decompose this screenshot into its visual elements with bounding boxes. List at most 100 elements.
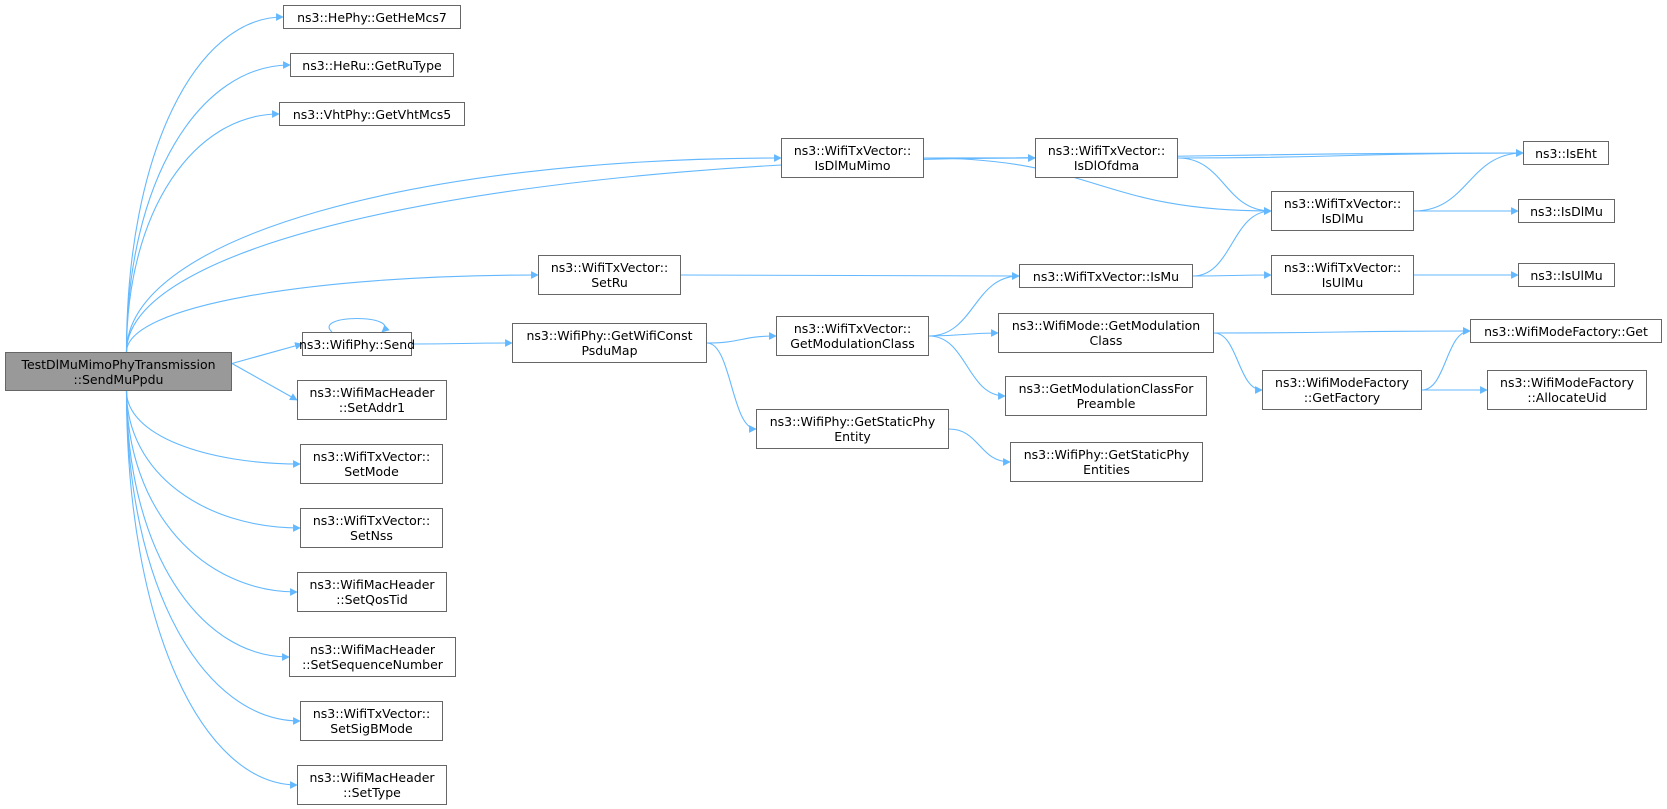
node-set-type[interactable]: ns3::WifiMacHeader::SetType xyxy=(297,765,447,805)
node-label-line: Entities xyxy=(1083,462,1130,477)
node-set-mode[interactable]: ns3::WifiTxVector::SetMode xyxy=(300,444,443,484)
node-label-line: ns3::WifiTxVector:: xyxy=(793,143,912,158)
edge-send-to-send xyxy=(328,317,390,333)
node-label-line: ns3::WifiTxVector::IsMu xyxy=(1032,268,1180,284)
node-is-dl-ofdma[interactable]: ns3::WifiTxVector::IsDlOfdma xyxy=(1035,138,1178,178)
node-txv-is-dl-mu[interactable]: ns3::WifiTxVector::IsDlMu xyxy=(1271,191,1414,231)
edge-mode-get-mod-class-to-get-factory xyxy=(1213,332,1263,394)
node-label-line: ns3::WifiTxVector:: xyxy=(312,706,431,721)
node-label-line: SetSigBMode xyxy=(330,721,413,736)
node-label-line: ns3::IsEht xyxy=(1535,145,1597,161)
node-label-line: TestDlMuMimoPhyTransmission xyxy=(21,356,216,372)
node-label-line: ::GetFactory xyxy=(1303,390,1381,405)
node-get-factory[interactable]: ns3::WifiModeFactory::GetFactory xyxy=(1262,370,1422,410)
node-label-line: IsDlMuMimo xyxy=(814,158,891,173)
edge-root-to-get-ru-type xyxy=(125,61,291,353)
node-label-line: IsUlMu xyxy=(1321,275,1364,290)
node-label-line: ns3::WifiMacHeader xyxy=(309,770,435,785)
edge-root-to-set-sig-bmode xyxy=(125,390,301,725)
node-set-sig-bmode[interactable]: ns3::WifiTxVector::SetSigBMode xyxy=(300,701,443,741)
node-label-line: ns3::WifiModeFactory xyxy=(1275,375,1409,390)
edge-is-dl-mu-mimo-to-txv-is-dl-mu xyxy=(923,157,1272,215)
edge-set-ru-to-is-mu xyxy=(680,272,1020,280)
node-txv-is-ul-mu[interactable]: ns3::WifiTxVector::IsUlMu xyxy=(1271,255,1414,295)
node-label-line: ns3::GetModulationClassFor xyxy=(1018,381,1194,396)
node-label-line: ns3::WifiMacHeader xyxy=(309,642,436,657)
node-label-line: ::SetAddr1 xyxy=(338,400,406,415)
edge-txv-get-mod-class-to-mode-get-mod-class xyxy=(928,329,999,337)
edge-is-dl-ofdma-to-is-eht xyxy=(1177,149,1524,159)
node-label-line: ::AllocateUid xyxy=(1527,390,1607,405)
node-label-line: ::SetQosTid xyxy=(336,592,408,607)
node-get-ru-type[interactable]: ns3::HeRu::GetRuType xyxy=(290,53,454,77)
edge-root-to-set-mode xyxy=(125,390,301,468)
node-is-dl-mu[interactable]: ns3::IsDlMu xyxy=(1518,199,1615,223)
edge-get-factory-to-factory-get xyxy=(1421,327,1471,391)
edge-get-wifi-const-to-txv-get-mod-class xyxy=(706,332,777,344)
node-set-qos-tid[interactable]: ns3::WifiMacHeader::SetQosTid xyxy=(297,572,447,612)
node-label-line: SetRu xyxy=(591,275,628,290)
node-root[interactable]: TestDlMuMimoPhyTransmission::SendMuPpdu xyxy=(5,352,232,391)
node-label-line: ns3::WifiPhy::GetStaticPhy xyxy=(769,414,936,429)
edge-root-to-set-addr1 xyxy=(231,363,298,401)
edge-root-to-set-nss xyxy=(125,390,301,532)
node-label-line: ns3::HePhy::GetHeMcs7 xyxy=(297,9,447,25)
node-label-line: ns3::HeRu::GetRuType xyxy=(302,57,442,73)
edge-mode-get-mod-class-to-factory-get xyxy=(1213,327,1471,335)
edge-root-to-set-seq-num xyxy=(125,390,290,661)
node-label-line: ns3::WifiTxVector:: xyxy=(312,449,431,464)
node-label-line: ns3::WifiMode::GetModulation xyxy=(1011,318,1201,333)
node-label-line: Class xyxy=(1089,333,1123,348)
node-label-line: Entity xyxy=(834,429,871,444)
node-label-line: ns3::WifiTxVector:: xyxy=(793,321,912,336)
node-label-line: ns3::WifiPhy::GetWifiConst xyxy=(526,328,693,343)
node-label-line: ns3::WifiTxVector:: xyxy=(1047,143,1166,158)
edge-is-mu-to-txv-is-ul-mu xyxy=(1192,271,1272,279)
node-label-line: ns3::VhtPhy::GetVhtMcs5 xyxy=(292,106,452,122)
node-is-dl-mu-mimo[interactable]: ns3::WifiTxVector::IsDlMuMimo xyxy=(781,138,924,178)
node-label-line: ns3::IsUlMu xyxy=(1530,267,1603,283)
node-txv-get-mod-class[interactable]: ns3::WifiTxVector::GetModulationClass xyxy=(776,316,929,356)
node-label-line: ns3::IsDlMu xyxy=(1530,203,1603,219)
node-label-line: IsDlOfdma xyxy=(1073,158,1140,173)
node-label-line: ns3::WifiPhy::GetStaticPhy xyxy=(1023,447,1190,462)
node-label-line: ::SendMuPpdu xyxy=(73,371,164,387)
node-is-eht[interactable]: ns3::IsEht xyxy=(1523,141,1609,165)
edge-root-to-set-qos-tid xyxy=(125,390,298,596)
node-set-addr1[interactable]: ns3::WifiMacHeader::SetAddr1 xyxy=(297,380,447,420)
node-allocate-uid[interactable]: ns3::WifiModeFactory::AllocateUid xyxy=(1487,370,1647,410)
node-is-ul-mu[interactable]: ns3::IsUlMu xyxy=(1518,263,1615,287)
node-send[interactable]: ns3::WifiPhy::Send xyxy=(299,332,415,356)
node-label-line: ns3::WifiTxVector:: xyxy=(550,260,669,275)
edge-get-static-phy-entity-to-get-static-phy-entities xyxy=(948,428,1011,466)
edge-txv-is-dl-mu-to-is-eht xyxy=(1413,149,1524,212)
node-label-line: ns3::WifiTxVector:: xyxy=(1283,196,1402,211)
node-label-line: GetModulationClass xyxy=(790,336,915,351)
node-label-line: ns3::WifiMacHeader xyxy=(309,577,435,592)
edge-txv-get-mod-class-to-is-mu xyxy=(928,272,1020,337)
node-label-line: ns3::WifiModeFactory::Get xyxy=(1484,323,1648,339)
node-label-line: Preamble xyxy=(1076,396,1136,411)
node-label-line: ::SetType xyxy=(343,785,401,800)
node-label-line: ::SetSequenceNumber xyxy=(302,657,443,672)
node-get-he-mcs7[interactable]: ns3::HePhy::GetHeMcs7 xyxy=(283,5,461,29)
node-is-mu[interactable]: ns3::WifiTxVector::IsMu xyxy=(1019,264,1193,288)
node-label-line: ns3::WifiModeFactory xyxy=(1500,375,1634,390)
node-factory-get[interactable]: ns3::WifiModeFactory::Get xyxy=(1470,319,1662,343)
node-label-line: SetNss xyxy=(350,528,393,543)
node-label-line: SetMode xyxy=(344,464,399,479)
edge-root-to-get-vht-mcs5 xyxy=(125,110,280,353)
node-get-vht-mcs5[interactable]: ns3::VhtPhy::GetVhtMcs5 xyxy=(279,102,465,126)
edge-root-to-is-dl-mu-mimo xyxy=(125,154,782,353)
node-set-seq-num[interactable]: ns3::WifiMacHeader::SetSequenceNumber xyxy=(289,637,456,677)
node-set-nss[interactable]: ns3::WifiTxVector::SetNss xyxy=(300,508,443,548)
node-set-ru[interactable]: ns3::WifiTxVector::SetRu xyxy=(538,255,681,295)
edge-root-to-set-ru xyxy=(125,271,539,353)
edge-root-to-set-type xyxy=(125,390,298,789)
